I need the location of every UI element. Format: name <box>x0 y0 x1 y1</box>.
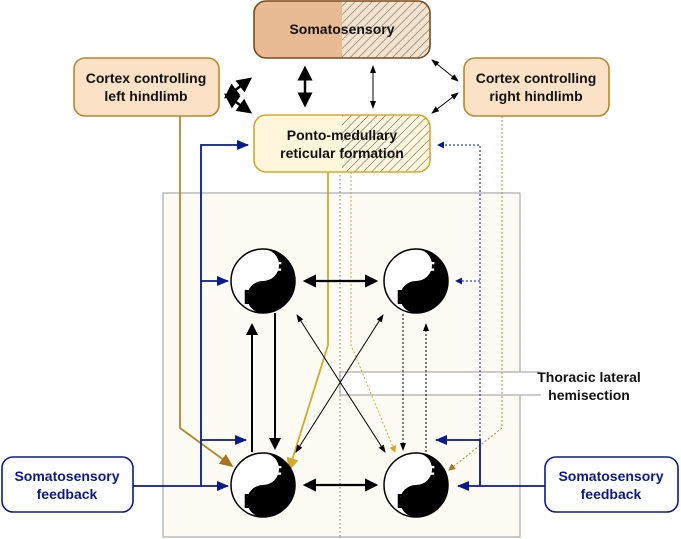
extensor-label: E <box>243 287 256 309</box>
lesion-label-1: Thoracic lateral <box>537 369 641 385</box>
flexor-half <box>400 249 448 313</box>
half-center-left-rostral: F E <box>230 248 296 314</box>
flexor-half <box>247 249 295 313</box>
extensor-label: E <box>396 287 409 309</box>
extensor-label: E <box>243 491 256 513</box>
lesion-label-2: hemisection <box>548 387 630 403</box>
feedback-right-label-1: Somatosensory <box>558 468 663 484</box>
feedback-box-left: Somatosensory feedback <box>1 456 134 513</box>
flexor-label: F <box>423 259 435 281</box>
left-corticospinal-tract <box>179 116 234 468</box>
reticular-label-2: reticular formation <box>280 145 404 161</box>
feedback-left-label-2: feedback <box>37 486 98 502</box>
left-cortex-label-2: left hindlimb <box>104 88 187 104</box>
right-corticospinal-tract <box>448 116 503 471</box>
right-cortex-label-2: right hindlimb <box>489 88 582 104</box>
flexor-label: F <box>270 463 282 485</box>
half-center-left-caudal: F E <box>230 452 296 518</box>
half-center-right-rostral: F E <box>383 248 449 314</box>
left-cortex-box: Cortex controlling left hindlimb <box>73 57 220 117</box>
somatosensory-box: Somatosensory <box>253 0 431 59</box>
right-cortex-box: Cortex controlling right hindlimb <box>463 57 610 117</box>
right-cortex-label-1: Cortex controlling <box>476 70 597 86</box>
supraspinal-connections <box>223 59 459 114</box>
feedback-left-label-1: Somatosensory <box>14 468 119 484</box>
reticular-formation-box: Ponto-medullary reticular formation <box>253 114 431 173</box>
extensor-label: E <box>396 491 409 513</box>
flexor-half <box>400 453 448 517</box>
feedback-right-label-2: feedback <box>581 486 642 502</box>
flexor-label: F <box>270 259 282 281</box>
spinal-cord-region <box>162 175 541 538</box>
flexor-label: F <box>423 463 435 485</box>
feedback-pathways <box>133 140 545 491</box>
flexor-half <box>247 453 295 517</box>
cpg-connections <box>246 274 429 492</box>
left-cortex-label-1: Cortex controlling <box>86 70 207 86</box>
half-center-right-caudal: F E <box>383 452 449 518</box>
somatosensory-label: Somatosensory <box>289 21 394 37</box>
reticular-label-1: Ponto-medullary <box>287 127 398 143</box>
feedback-box-right: Somatosensory feedback <box>544 456 679 513</box>
